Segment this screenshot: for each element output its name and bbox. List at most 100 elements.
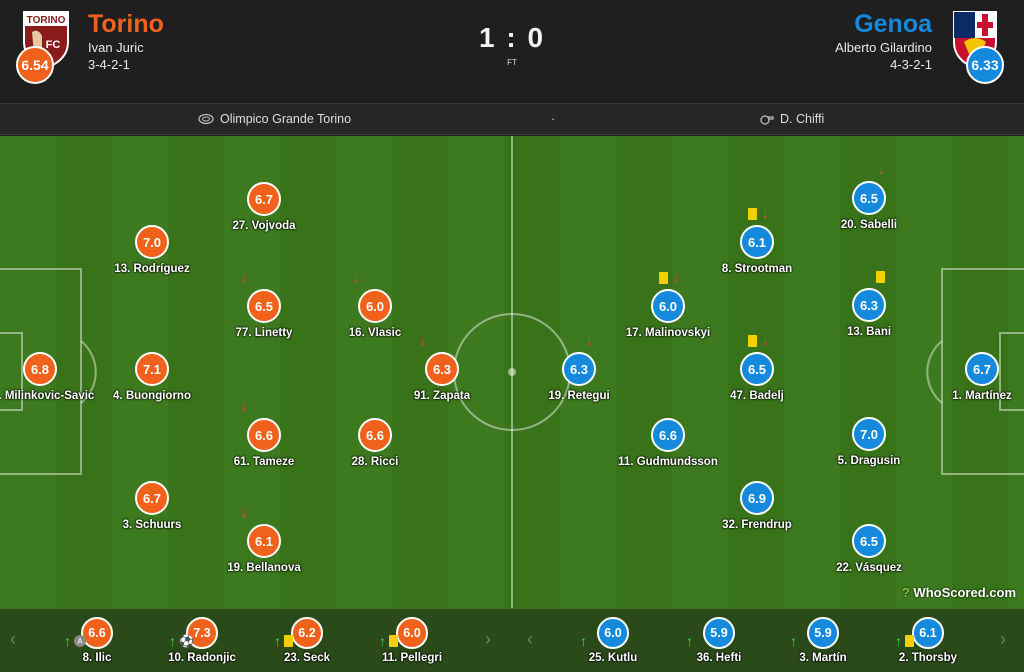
player-name: 22. Vásquez bbox=[836, 562, 902, 574]
chevron-left-icon[interactable]: ‹ bbox=[527, 629, 533, 649]
home-player-schuurs[interactable]: 6.7 3. Schuurs bbox=[87, 481, 217, 531]
player-name: 47. Badelj bbox=[730, 390, 784, 402]
player-name: 3. Martín bbox=[799, 652, 847, 664]
player-name: 19. Bellanova bbox=[227, 562, 301, 574]
player-name: 8. Strootman bbox=[721, 263, 793, 275]
away-team-name[interactable]: Genoa bbox=[854, 10, 932, 38]
player-rating: 6.5 bbox=[740, 352, 774, 386]
away-player-dragusin[interactable]: 7.0 5. Dragusin bbox=[804, 417, 934, 467]
player-name: 32. Milinkovic-Savic bbox=[0, 390, 95, 402]
match-info-bar: Olimpico Grande Torino · D. Chiffi bbox=[0, 103, 1024, 135]
player-name: 20. Sabelli bbox=[840, 219, 898, 231]
player-name: 32. Frendrup bbox=[722, 519, 792, 531]
info-separator: · bbox=[551, 112, 556, 126]
home-player-bellanova[interactable]: ↓ 6.1 19. Bellanova bbox=[199, 506, 329, 574]
home-player-milinkovic-savic[interactable]: 6.8 32. Milinkovic-Savic bbox=[0, 352, 105, 402]
home-sub-pellegri[interactable]: ↑ 6.0 11. Pellegri bbox=[357, 617, 467, 664]
away-sub-hefti[interactable]: ↑ 5.9 36. Hefti bbox=[664, 617, 774, 664]
referee-info: D. Chiffi bbox=[760, 112, 824, 126]
player-rating: 6.5 bbox=[852, 524, 886, 558]
pitch: 6.8 32. Milinkovic-Savic 7.0 13. Rodrígu… bbox=[0, 136, 1024, 608]
sub-off-icon: ↓ bbox=[762, 333, 769, 348]
player-name: 11. Pellegri bbox=[381, 652, 443, 664]
home-team-name[interactable]: Torino bbox=[88, 10, 164, 38]
player-rating: 6.0 bbox=[597, 617, 629, 649]
player-name: 13. Bani bbox=[846, 326, 892, 338]
sub-on-icon: ↑ bbox=[64, 633, 71, 649]
home-player-linetty[interactable]: ↓ 6.5 77. Linetty bbox=[199, 271, 329, 339]
player-rating: 6.9 bbox=[740, 481, 774, 515]
home-player-tameze[interactable]: ↓ 6.6 61. Tameze bbox=[199, 400, 329, 468]
away-player-sabelli[interactable]: ↓ 6.5 20. Sabelli bbox=[804, 163, 934, 231]
player-rating: 6.0 bbox=[358, 289, 392, 323]
player-rating: 6.3 bbox=[425, 352, 459, 386]
away-player-gudmundsson[interactable]: 6.6 11. Gudmundsson bbox=[603, 418, 733, 468]
player-rating: 6.1 bbox=[912, 617, 944, 649]
yellow-card-icon bbox=[905, 635, 914, 647]
home-sub-radonjic[interactable]: ↑⚽ 7.3 10. Radonjic bbox=[147, 617, 257, 664]
player-rating: 6.6 bbox=[81, 617, 113, 649]
home-sub-ilic[interactable]: ↑A 6.6 8. Ilic bbox=[42, 617, 152, 664]
pitch-lines bbox=[0, 136, 1024, 608]
player-rating: 7.1 bbox=[135, 352, 169, 386]
player-rating: 6.7 bbox=[135, 481, 169, 515]
home-sub-seck[interactable]: ↑ 6.2 23. Seck bbox=[252, 617, 362, 664]
sub-off-icon: ↓ bbox=[673, 270, 680, 285]
player-rating: 6.7 bbox=[965, 352, 999, 386]
away-player-malinovskyi[interactable]: ↓ 6.0 17. Malinovskyi bbox=[603, 271, 733, 339]
home-player-ricci[interactable]: 6.6 28. Ricci bbox=[310, 418, 440, 468]
away-player-martinez[interactable]: 6.7 1. Martínez bbox=[917, 352, 1024, 402]
away-player-vasquez[interactable]: 6.5 22. Vásquez bbox=[804, 524, 934, 574]
away-formation: 4-3-2-1 bbox=[890, 57, 932, 72]
away-sub-thorsby[interactable]: ↑ 6.1 2. Thorsby bbox=[873, 617, 983, 664]
player-rating: 6.1 bbox=[247, 524, 281, 558]
player-rating: 6.3 bbox=[852, 288, 886, 322]
away-player-frendrup[interactable]: 6.9 32. Frendrup bbox=[692, 481, 822, 531]
sub-off-icon: ↓ bbox=[241, 399, 248, 414]
sub-off-icon: ↓ bbox=[241, 270, 248, 285]
away-player-bani[interactable]: 6.3 13. Bani bbox=[804, 271, 934, 338]
sub-off-icon: ↓ bbox=[241, 505, 248, 520]
away-player-strootman[interactable]: ↓ 6.1 8. Strootman bbox=[692, 207, 822, 275]
sub-on-icon: ↑ bbox=[274, 633, 281, 649]
sub-on-icon: ↑ bbox=[379, 633, 386, 649]
sub-off-icon: ↓ bbox=[419, 333, 426, 348]
match-header: TORINO FC 6.54 Torino Ivan Juric 3-4-2-1… bbox=[0, 0, 1024, 102]
stadium-icon bbox=[198, 113, 214, 125]
away-sub-kutlu[interactable]: ↑ 6.0 25. Kutlu bbox=[558, 617, 668, 664]
away-sub-martin[interactable]: ↑ 5.9 3. Martín bbox=[768, 617, 878, 664]
svg-text:TORINO: TORINO bbox=[27, 15, 66, 26]
home-player-buongiorno[interactable]: 7.1 4. Buongiorno bbox=[87, 352, 217, 402]
match-status: FT bbox=[507, 58, 517, 67]
stadium-info: Olimpico Grande Torino bbox=[198, 112, 351, 126]
yellow-card-icon bbox=[876, 271, 885, 283]
player-name: 11. Gudmundsson bbox=[618, 456, 718, 468]
away-player-retegui[interactable]: ↓ 6.3 19. Retegui bbox=[514, 334, 644, 402]
yellow-card-icon bbox=[748, 335, 757, 347]
yellow-card-icon bbox=[748, 208, 757, 220]
player-rating: 6.7 bbox=[247, 182, 281, 216]
home-player-vlasic[interactable]: ↓ 6.0 16. Vlasic bbox=[310, 271, 440, 339]
away-player-badelj[interactable]: ↓ 6.5 47. Badelj bbox=[692, 334, 822, 402]
player-rating: 7.0 bbox=[135, 225, 169, 259]
chevron-left-icon[interactable]: ‹ bbox=[10, 629, 16, 649]
player-rating: 6.1 bbox=[740, 225, 774, 259]
sub-on-icon: ↑ bbox=[790, 633, 797, 649]
yellow-card-icon bbox=[284, 635, 293, 647]
player-name: 77. Linetty bbox=[235, 327, 293, 339]
player-name: 27. Vojvoda bbox=[232, 220, 296, 232]
player-name: 16. Vlasic bbox=[348, 327, 402, 339]
chevron-right-icon[interactable]: › bbox=[1000, 629, 1006, 649]
home-player-vojvoda[interactable]: 6.7 27. Vojvoda bbox=[199, 182, 329, 232]
home-player-rodriguez[interactable]: 7.0 13. Rodríguez bbox=[87, 225, 217, 275]
player-rating: 6.2 bbox=[291, 617, 323, 649]
home-player-zapata[interactable]: ↓ 6.3 91. Zapata bbox=[377, 334, 507, 402]
player-rating: 6.6 bbox=[651, 418, 685, 452]
sub-off-icon: ↓ bbox=[878, 162, 885, 177]
chevron-right-icon[interactable]: › bbox=[485, 629, 491, 649]
player-rating: 6.3 bbox=[562, 352, 596, 386]
yellow-card-icon bbox=[659, 272, 668, 284]
sub-off-icon: ↓ bbox=[762, 206, 769, 221]
home-team-rating: 6.54 bbox=[16, 46, 54, 84]
player-name: 17. Malinovskyi bbox=[625, 327, 711, 339]
